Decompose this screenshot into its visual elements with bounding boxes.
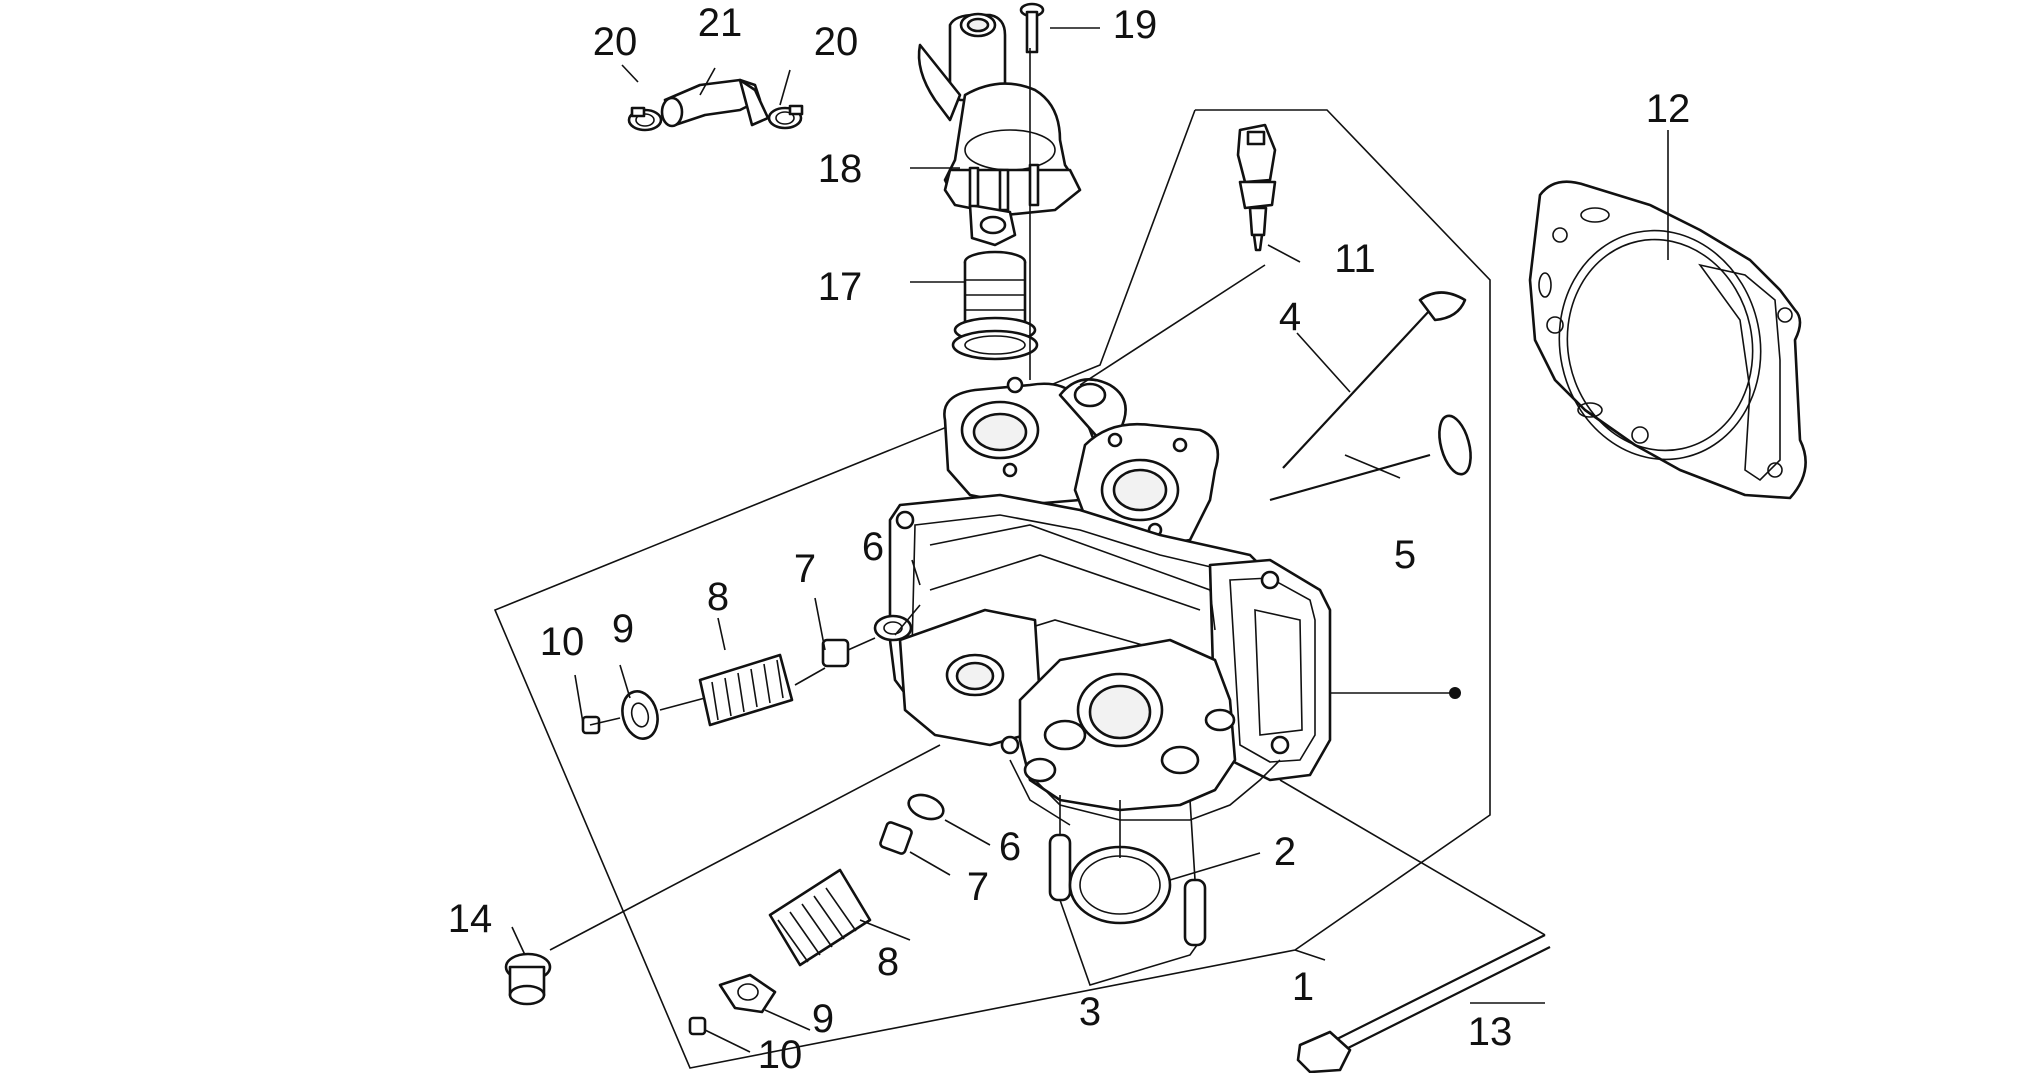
callout-11: 11 [1334, 237, 1376, 281]
callout-12: 12 [1646, 87, 1691, 131]
callout-4: 4 [1279, 295, 1301, 339]
head-bolt [1296, 934, 1551, 1074]
valves [1269, 291, 1472, 502]
callout-9-upper: 9 [612, 607, 634, 651]
callout-20-right: 20 [814, 20, 859, 64]
temperature-sensor [1236, 123, 1277, 252]
thermostat [951, 250, 1039, 361]
callout-10-lower: 10 [758, 1033, 803, 1073]
callout-5: 5 [1394, 533, 1416, 577]
leader-dot [1449, 687, 1461, 699]
leader-lines [511, 27, 1669, 1053]
callout-21: 21 [698, 1, 743, 45]
callout-20-left: 20 [593, 20, 638, 64]
callout-3: 3 [1079, 990, 1101, 1034]
callout-17: 17 [818, 265, 863, 309]
thermostat-housing [917, 12, 1082, 247]
upper-valve-train [581, 614, 913, 740]
callout-8-lower: 8 [877, 940, 899, 984]
callout-19: 19 [1113, 3, 1158, 47]
callout-6-lower: 6 [999, 825, 1021, 869]
housing-bolt [1019, 2, 1045, 54]
callout-14: 14 [448, 897, 493, 941]
callout-labels: 1 2 3 4 5 6 6 7 7 8 8 9 9 10 10 11 12 13… [448, 1, 1691, 1077]
callout-1: 1 [1292, 965, 1314, 1009]
callout-8-upper: 8 [707, 575, 729, 619]
callout-7-lower: 7 [967, 865, 989, 909]
callout-18: 18 [818, 147, 863, 191]
callout-13: 13 [1468, 1010, 1513, 1054]
cylinder-head [888, 376, 1332, 826]
callout-2: 2 [1274, 830, 1296, 874]
callout-7-upper: 7 [794, 547, 816, 591]
callout-6-upper: 6 [862, 525, 884, 569]
head-gasket [1528, 180, 1807, 500]
callout-9-lower: 9 [812, 997, 834, 1041]
lower-valve-train [688, 793, 945, 1036]
valve-guide-seal [504, 952, 552, 1006]
callout-10-upper: 10 [540, 620, 585, 664]
hose-assembly [627, 78, 804, 132]
dowels-and-ring [1048, 833, 1207, 947]
